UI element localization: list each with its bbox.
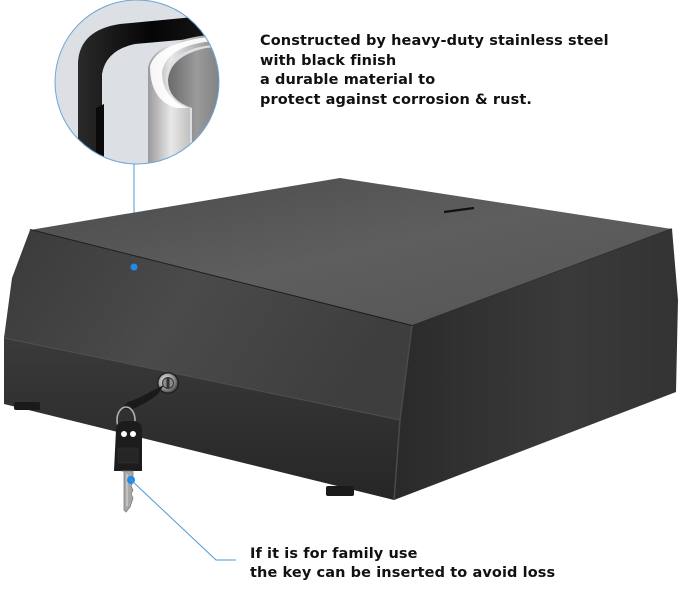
cash-box bbox=[3, 178, 678, 501]
key-callout-line-2: the key can be inserted to avoid loss bbox=[250, 565, 556, 581]
key-icon bbox=[114, 385, 164, 513]
coin-slot bbox=[443, 206, 475, 214]
key-callout-line-1: If it is for family use bbox=[250, 546, 418, 562]
material-callout-line-4: protect against corrosion & rust. bbox=[260, 91, 532, 108]
foot-right bbox=[326, 486, 354, 496]
foot-left bbox=[14, 402, 40, 410]
material-detail-circle bbox=[54, 0, 220, 165]
top-callout-dot bbox=[130, 263, 138, 271]
material-callout-text: Constructed by heavy-duty stainless stee… bbox=[260, 32, 609, 110]
material-callout-line-1: Constructed by heavy-duty stainless stee… bbox=[260, 33, 609, 49]
material-callout-line-3: a durable material to bbox=[260, 72, 436, 88]
key-callout-text: If it is for family use the key can be i… bbox=[250, 545, 555, 583]
lock-cylinder-icon bbox=[157, 372, 179, 394]
bottom-leader-line bbox=[130, 479, 236, 561]
material-callout-line-2: with black finish bbox=[260, 52, 397, 69]
